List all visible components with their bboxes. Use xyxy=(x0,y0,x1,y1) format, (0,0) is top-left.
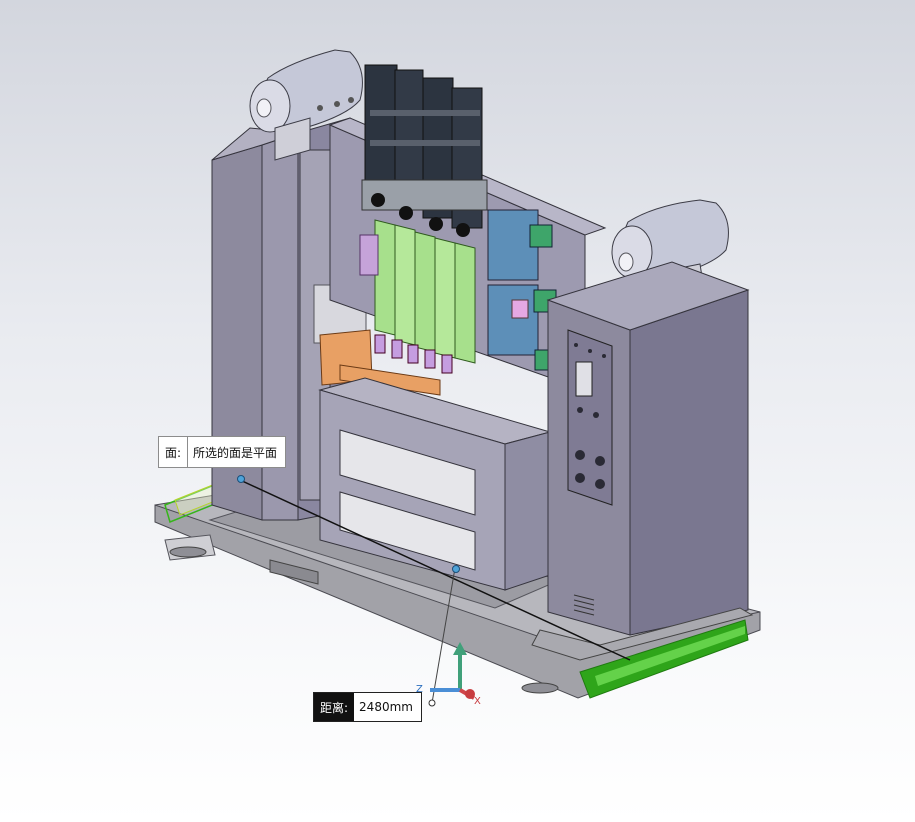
triad-x-label: X xyxy=(474,696,481,707)
distance-callout-value: 2480mm xyxy=(359,700,413,714)
electrode-slides[interactable] xyxy=(359,219,476,364)
triad-z-label: Z xyxy=(416,684,423,695)
distance-callout-label: 距离: xyxy=(314,693,355,721)
reference-triad[interactable]: Z X xyxy=(416,642,481,707)
lower-table[interactable] xyxy=(318,377,552,591)
face-callout-label: 面: xyxy=(159,437,189,467)
measurement-line xyxy=(237,475,631,707)
left-air-tank[interactable] xyxy=(249,49,363,161)
face-callout[interactable]: 面: 所选的面是平面 xyxy=(158,436,287,468)
face-callout-value: 所选的面是平面 xyxy=(193,445,278,460)
cylinder-bank[interactable] xyxy=(361,64,488,237)
distance-callout[interactable]: 距离: 2480mm xyxy=(313,692,422,722)
right-cabinet[interactable] xyxy=(531,261,754,661)
